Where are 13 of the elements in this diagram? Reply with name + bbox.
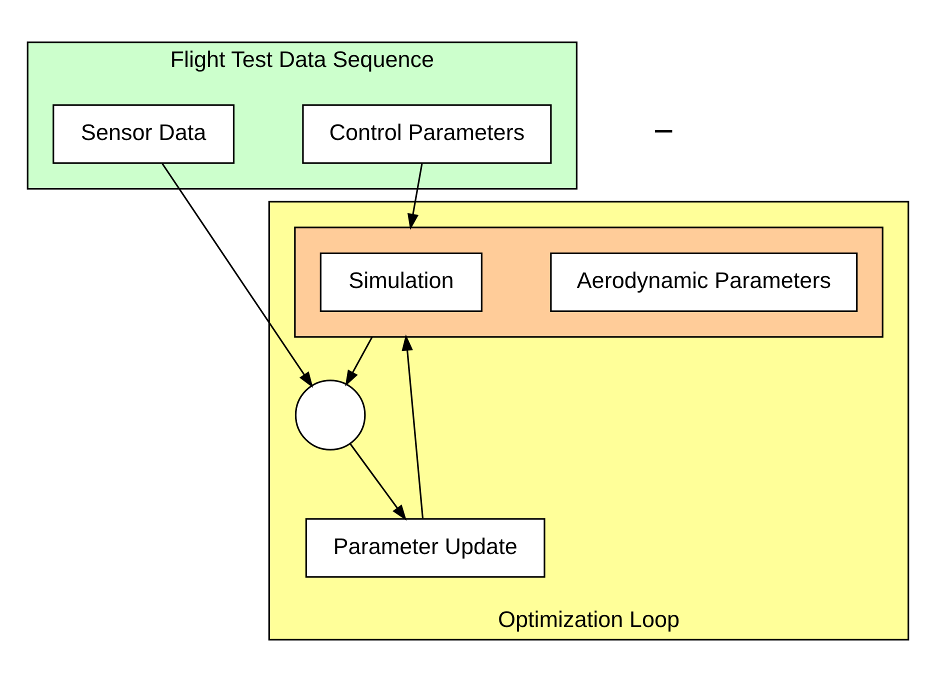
arrow bbox=[350, 443, 407, 520]
node-circle bbox=[294, 379, 366, 450]
arrow bbox=[162, 162, 314, 388]
cluster bbox=[294, 226, 884, 338]
node-box: Sensor Data bbox=[52, 104, 235, 164]
arrow bbox=[407, 163, 423, 230]
arrow bbox=[402, 334, 424, 518]
arrow bbox=[345, 336, 373, 386]
node-box: Parameter Update bbox=[305, 518, 546, 578]
node-box: Aerodynamic Parameters bbox=[550, 252, 858, 312]
node-box: Control Parameters bbox=[302, 104, 552, 164]
label: − bbox=[653, 110, 674, 151]
node-box: Simulation bbox=[320, 252, 482, 312]
